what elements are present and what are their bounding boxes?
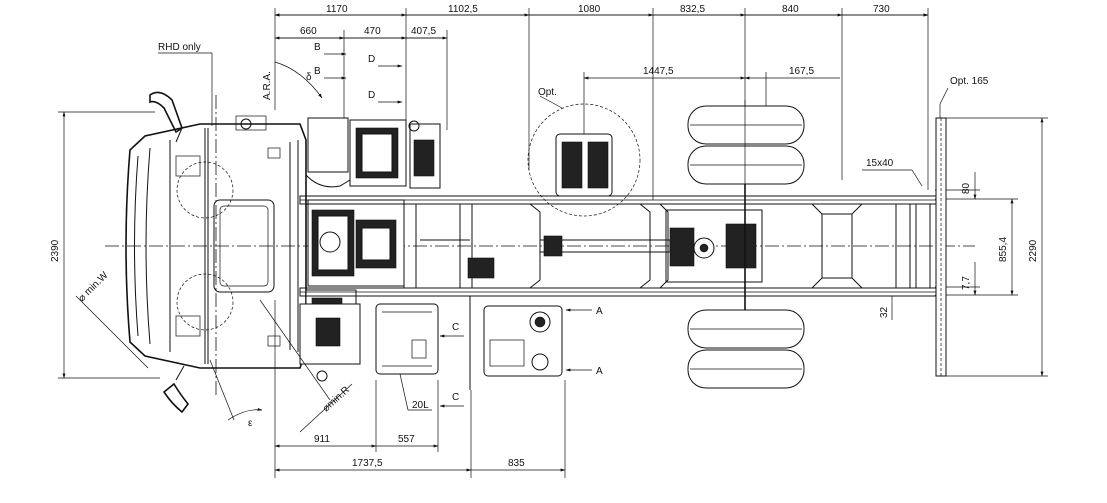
- rear-bumper: [935, 104, 947, 377]
- section-marks: B B D D C C A A: [314, 42, 603, 408]
- dim-557: 557: [398, 434, 415, 445]
- dim-1170: 1170: [326, 4, 348, 15]
- right-dimension-values: 2290 855,4 80 7,7 32 15x40: [866, 158, 1039, 318]
- label-epsilon: ε: [248, 418, 253, 429]
- dim-840: 840: [782, 4, 799, 15]
- right-dimension-lines: [862, 117, 1048, 377]
- dim-407-5: 407,5: [411, 26, 436, 37]
- dim-660: 660: [300, 26, 317, 37]
- drive-shaft: [420, 235, 671, 279]
- dim-730: 730: [873, 4, 890, 15]
- label-rhd-only: RHD only: [158, 42, 201, 53]
- label-tank-20l: 20L: [412, 400, 429, 411]
- dim-32: 32: [879, 306, 890, 318]
- spare-wheel-optional: [527, 95, 641, 217]
- section-b-upper: B: [314, 42, 321, 53]
- section-a-lower: A: [596, 366, 603, 377]
- mirror-bottom: [162, 365, 190, 414]
- dim-2290: 2290: [1028, 239, 1039, 262]
- section-a-upper: A: [596, 306, 603, 317]
- rear-axle: [665, 150, 763, 342]
- cab: [125, 115, 307, 369]
- air-filter-unit: [305, 117, 441, 189]
- dim-832-5: 832,5: [680, 4, 705, 15]
- dim-167-5: 167,5: [789, 66, 814, 77]
- rear-wheels-top: [687, 100, 805, 190]
- label-min-w: ⌀ min.W: [76, 270, 110, 304]
- top-dimension-lines: [274, 8, 929, 200]
- top-dimension-values: 1170 1102,5 1080 832,5 840 730 660 470 4…: [300, 4, 890, 77]
- dim-1080: 1080: [578, 4, 601, 15]
- dim-911: 911: [314, 434, 330, 445]
- section-d-upper: D: [368, 54, 375, 65]
- dim-1737-5: 1737,5: [352, 458, 383, 469]
- label-opt: Opt.: [538, 87, 557, 98]
- section-c-lower: C: [452, 392, 459, 403]
- steps-and-brackets: [299, 296, 471, 390]
- engine-block: [305, 199, 405, 331]
- dim-1447-5: 1447,5: [643, 66, 674, 77]
- section-c-upper: C: [452, 322, 459, 333]
- dim-2390: 2390: [50, 239, 61, 262]
- fuel-tank: [375, 303, 439, 411]
- battery-box: [483, 305, 563, 377]
- dim-80: 80: [961, 182, 972, 194]
- section-d-lower: D: [368, 90, 375, 101]
- dim-7-7: 7,7: [961, 276, 972, 290]
- section-b-lower: B: [314, 66, 321, 77]
- mirror-top: [149, 91, 183, 143]
- bottom-dimension-values: 911 557 1737,5 835: [314, 434, 525, 469]
- label-min-r: ⌀min.R: [321, 385, 352, 415]
- dim-835: 835: [508, 458, 525, 469]
- rear-wheels-bottom: [687, 309, 805, 389]
- label-opt-165: Opt. 165: [950, 76, 989, 87]
- dim-1102-5: 1102,5: [448, 4, 478, 15]
- profile-15x40: 15x40: [866, 158, 894, 169]
- label-ara: A.R.A.: [262, 71, 273, 100]
- left-dimension: 2390: [50, 111, 160, 379]
- bottom-dimension-lines: [274, 300, 566, 478]
- dim-470: 470: [364, 26, 381, 37]
- dim-855-4: 855,4: [998, 237, 1009, 262]
- label-delta: δ: [306, 72, 312, 83]
